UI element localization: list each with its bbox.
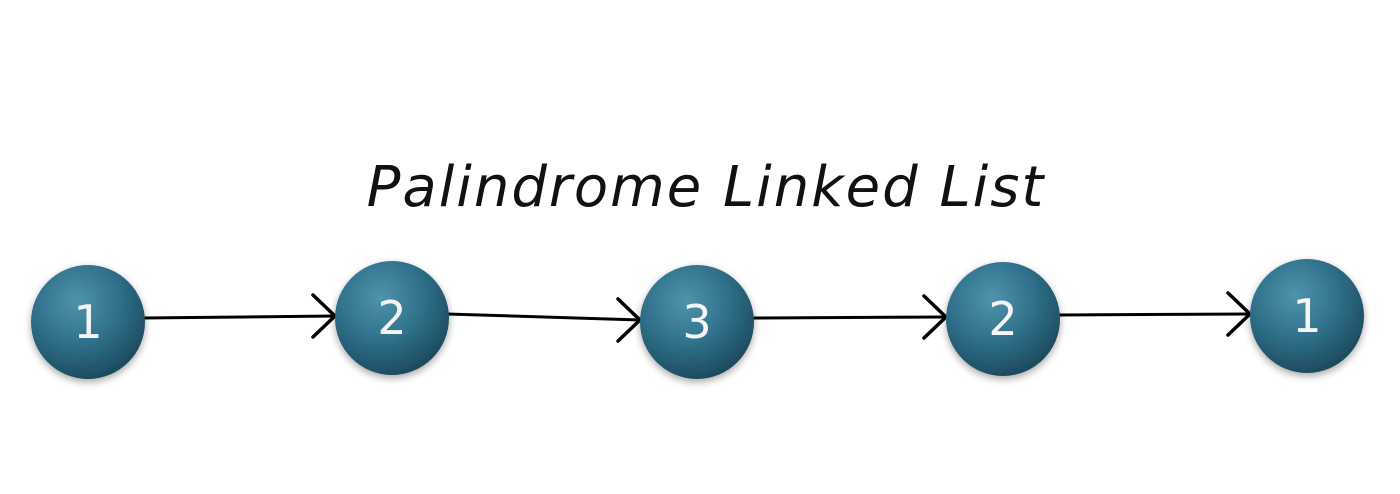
list-node-4: 2 [946,262,1060,376]
node-value: 2 [988,292,1017,346]
arrow-head [311,293,337,339]
node-circle [335,261,449,375]
arrow-head [922,294,948,340]
node-value: 3 [682,295,711,349]
diagram-title: Palindrome Linked List [366,155,1046,220]
node-circle [1250,259,1364,373]
node-value: 1 [73,295,102,349]
node-circle [946,262,1060,376]
arrow-head [1226,291,1252,337]
arrow-shaft [751,315,947,320]
arrow-head [616,297,642,343]
arrow-3-to-4 [751,294,948,340]
arrow-shaft [446,312,641,322]
node-value: 2 [377,291,406,345]
arrow-shaft [142,314,336,320]
node-circle [31,265,145,379]
arrow-2-to-3 [446,297,642,343]
node-circle [640,265,754,379]
node-value: 1 [1292,289,1321,343]
list-node-2: 2 [335,261,449,375]
list-node-1: 1 [31,265,145,379]
arrow-shaft [1057,312,1251,317]
list-node-5: 1 [1250,259,1364,373]
arrow-4-to-5 [1057,291,1252,337]
arrows-layer [142,291,1252,343]
arrow-1-to-2 [142,293,337,339]
nodes-layer: 1 2 3 2 1 [31,259,1364,379]
list-node-3: 3 [640,265,754,379]
